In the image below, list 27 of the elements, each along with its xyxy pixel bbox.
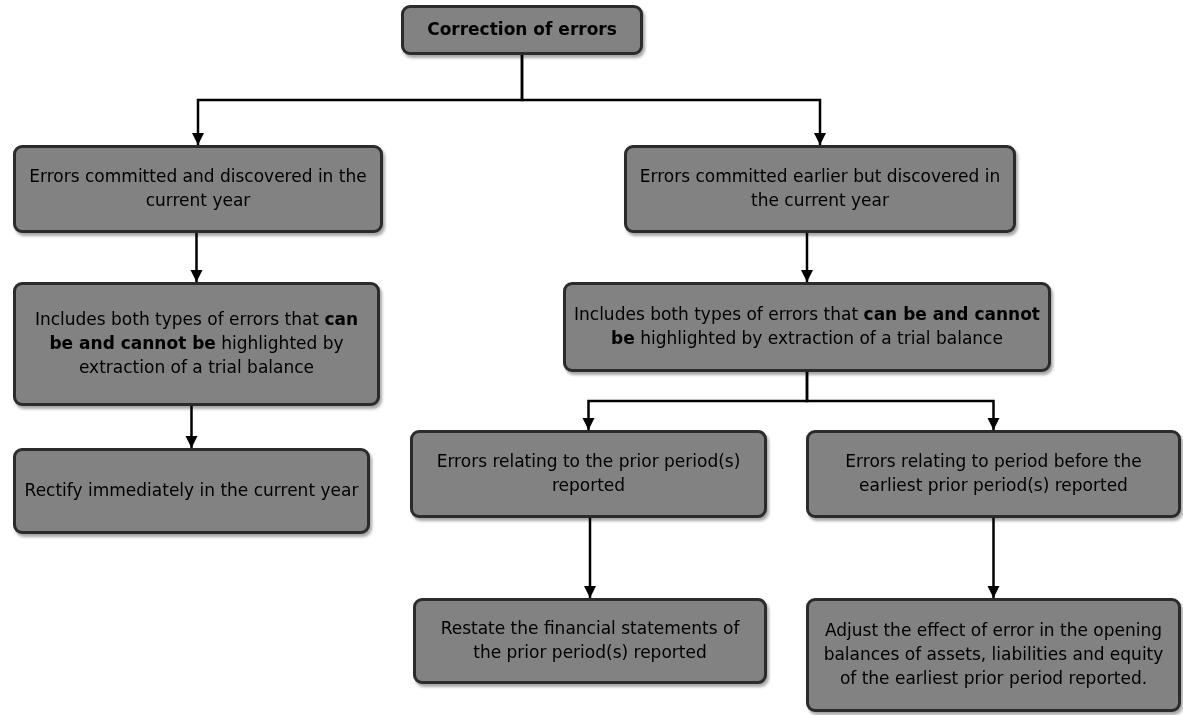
box-text: Includes both types of errors that can be and cannot be highlighted by extraction of a trial balance — [33, 308, 360, 379]
box-text: Includes both types of errors that can be and cannot be highlighted by extraction of a trial balance — [574, 303, 1040, 350]
box-text: Rectify immediately in the current year — [24, 479, 359, 503]
arrow — [520, 55, 827, 145]
box-text: Restate the financial statements of the prior period(s) reported — [439, 617, 741, 664]
process-box — [410, 430, 767, 518]
box-text: Errors committed earlier but discovered in the current year — [638, 165, 1002, 212]
box-text: Errors relating to the prior period(s) reported — [435, 450, 742, 497]
process-box — [13, 282, 380, 406]
process-box — [563, 282, 1051, 372]
arrow — [805, 372, 1000, 430]
arrow — [583, 518, 597, 598]
box-text: Correction of errors — [427, 18, 617, 42]
box-text: Adjust the effect of error in the opening balances of assets, liabilities and equity of the earliest prior period reported. — [822, 619, 1165, 690]
process-box — [13, 145, 383, 233]
arrow — [185, 406, 198, 448]
arrow — [987, 518, 1000, 598]
arrow — [190, 233, 203, 282]
title-box — [401, 5, 643, 55]
process-box — [624, 145, 1016, 233]
process-box — [806, 598, 1181, 712]
box-text: Errors relating to period before the earliest prior period(s) reported — [844, 450, 1143, 497]
process-box — [806, 430, 1181, 518]
process-box — [413, 598, 767, 684]
arrow — [800, 233, 814, 282]
box-text: Errors committed and discovered in the current year — [28, 165, 368, 212]
process-box — [13, 448, 370, 534]
